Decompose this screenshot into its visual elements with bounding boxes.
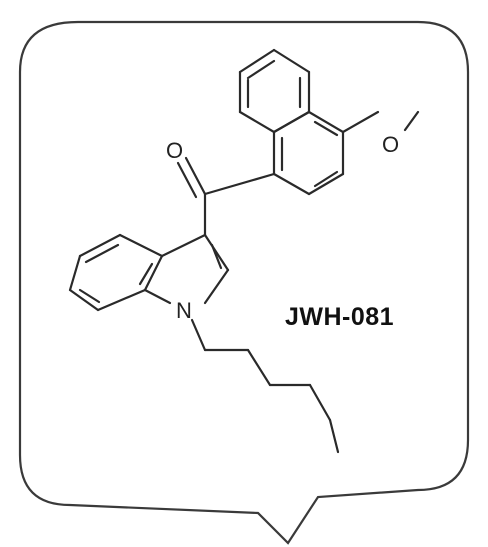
carbonyl-oxygen-label: O: [166, 138, 183, 163]
speech-bubble: [18, 20, 470, 545]
carbonyl-linker: [176, 156, 276, 237]
methoxy-oxygen-label: O: [382, 132, 399, 157]
methoxy-group: [341, 110, 420, 134]
indole-benzene-ring: [68, 233, 164, 312]
compound-name-label: JWH-081: [285, 303, 395, 331]
pentyl-chain: [190, 318, 340, 454]
indole-pyrrole-ring: [143, 233, 230, 305]
naphthalene-lower-ring: [272, 110, 345, 196]
indole-nitrogen-label: N: [176, 298, 192, 323]
